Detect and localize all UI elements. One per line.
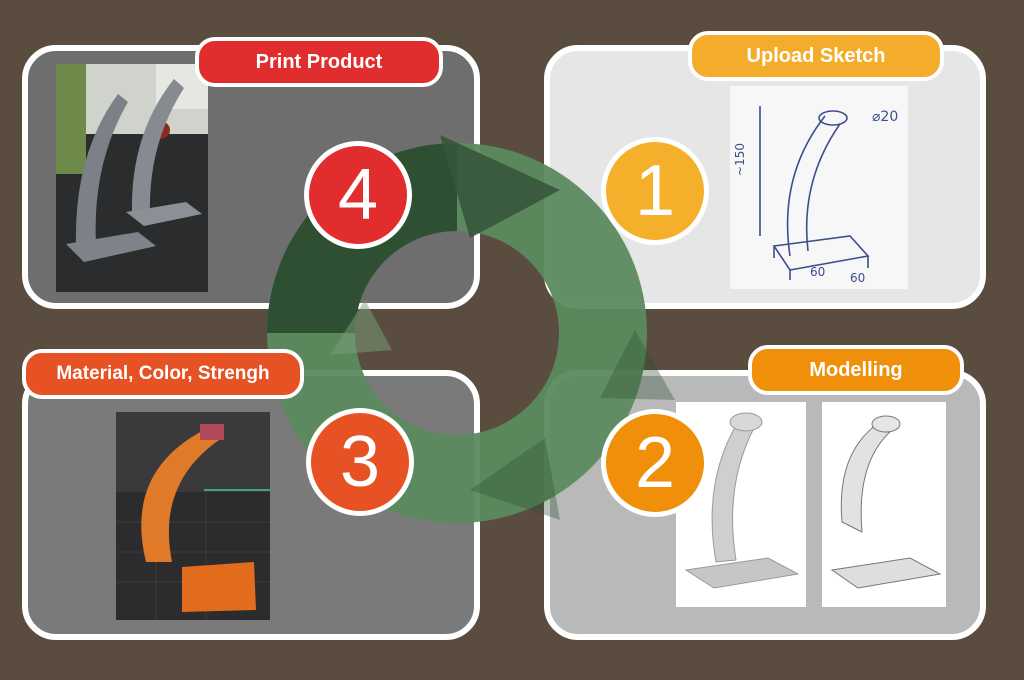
step-2-badge: 2 — [601, 409, 709, 517]
step-1-label: Upload Sketch — [688, 31, 944, 81]
step-3-badge: 3 — [306, 408, 414, 516]
step-2-label: Modelling — [748, 345, 964, 395]
step-1-badge: 1 — [601, 137, 709, 245]
slicer-preview-image — [116, 412, 270, 620]
sketch-diameter: ⌀20 — [872, 109, 898, 125]
sketch-height: ~150 — [733, 143, 747, 176]
sketch-width: 60 — [810, 265, 825, 279]
model-render-wireframe — [822, 402, 946, 607]
step-4-label: Print Product — [195, 37, 443, 87]
hand-sketch-image: ⌀20 ~150 60 60 — [730, 86, 908, 289]
sketch-depth: 60 — [850, 271, 865, 285]
step-3-label: Material, Color, Strengh — [22, 349, 304, 399]
step-4-badge: 4 — [304, 141, 412, 249]
printed-product-photo — [56, 64, 208, 292]
model-render-shaded — [676, 402, 806, 607]
